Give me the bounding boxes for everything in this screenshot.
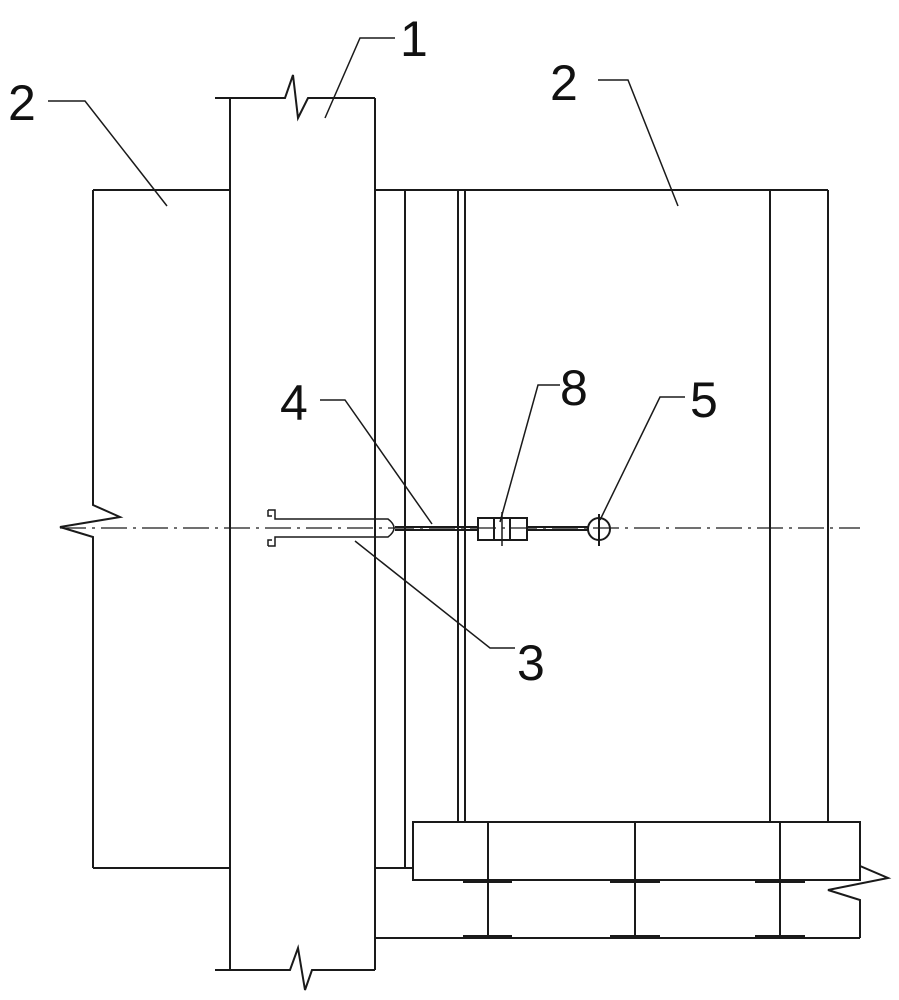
ring (588, 514, 610, 546)
callout-2-right: 2 (550, 55, 578, 111)
callout-1: 1 (400, 11, 428, 67)
i-beam-2 (610, 882, 660, 936)
leader-5 (600, 397, 685, 520)
i-beam-1 (463, 882, 512, 936)
leader-8 (500, 385, 560, 522)
column (215, 75, 375, 990)
leader-1 (325, 38, 395, 118)
turnbuckle (478, 512, 527, 546)
callout-4: 4 (280, 375, 308, 431)
i-beam-3 (755, 882, 805, 936)
callout-8: 8 (560, 360, 588, 416)
left-wall-panel (60, 190, 230, 868)
callout-3: 3 (517, 635, 545, 691)
leader-3 (355, 541, 515, 648)
leader-2-right (598, 80, 678, 206)
callout-5: 5 (690, 372, 718, 428)
callout-2-left: 2 (8, 75, 36, 131)
base-beam (375, 822, 888, 938)
